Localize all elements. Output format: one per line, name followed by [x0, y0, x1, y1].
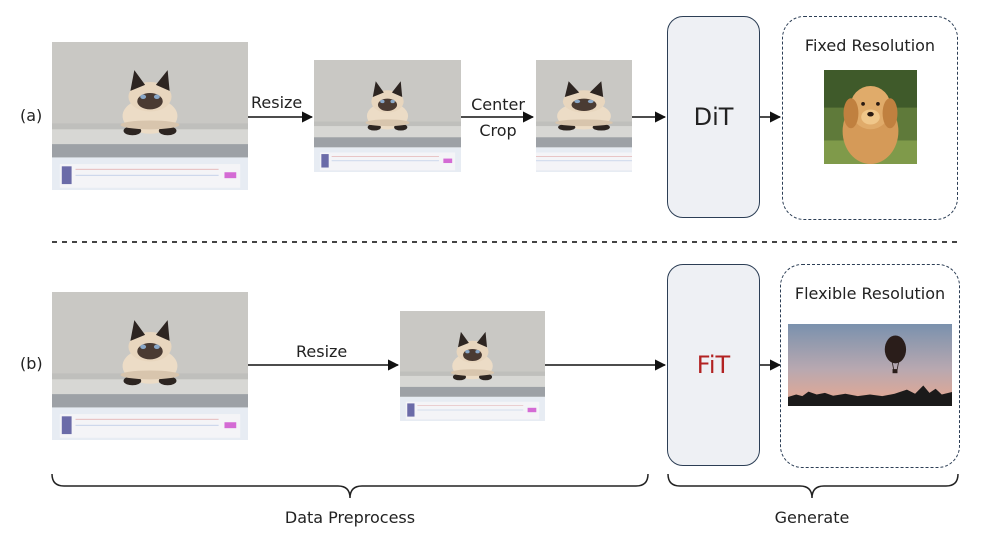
cat-photo-cropped-a: [536, 60, 632, 172]
cat-photo-resized-b: [400, 311, 545, 421]
fit-model-box: FiT: [667, 264, 760, 466]
dog-photo-icon: [824, 70, 917, 164]
cat-photo-icon: [52, 292, 248, 440]
fixed-resolution-title: Fixed Resolution: [782, 36, 958, 55]
center-crop-line1: Center: [462, 92, 534, 118]
cat-photo-resized-a: [314, 60, 461, 172]
cat-photo-icon: [536, 60, 632, 172]
row-a-label: (a): [20, 106, 42, 125]
flexible-resolution-title: Flexible Resolution: [780, 284, 960, 303]
fit-model-label: FiT: [697, 351, 730, 379]
dit-model-label: DiT: [694, 103, 734, 131]
cat-photo-original-b: [52, 292, 248, 440]
generate-brace: [668, 474, 958, 498]
dog-photo: [824, 70, 917, 164]
resize-label-a: Resize: [251, 93, 302, 112]
center-crop-label: Center Crop: [462, 92, 534, 144]
cat-photo-icon: [400, 311, 545, 421]
data-preprocess-label: Data Preprocess: [200, 508, 500, 527]
row-b-label: (b): [20, 354, 43, 373]
cat-photo-original-a: [52, 42, 248, 190]
center-crop-line2: Crop: [462, 118, 534, 144]
balloon-photo-icon: [788, 324, 952, 406]
balloon-photo: [788, 324, 952, 406]
dit-model-box: DiT: [667, 16, 760, 218]
cat-photo-icon: [52, 42, 248, 190]
data-preprocess-brace: [52, 474, 648, 498]
resize-label-b: Resize: [296, 342, 347, 361]
cat-photo-icon: [314, 60, 461, 172]
generate-label: Generate: [712, 508, 912, 527]
